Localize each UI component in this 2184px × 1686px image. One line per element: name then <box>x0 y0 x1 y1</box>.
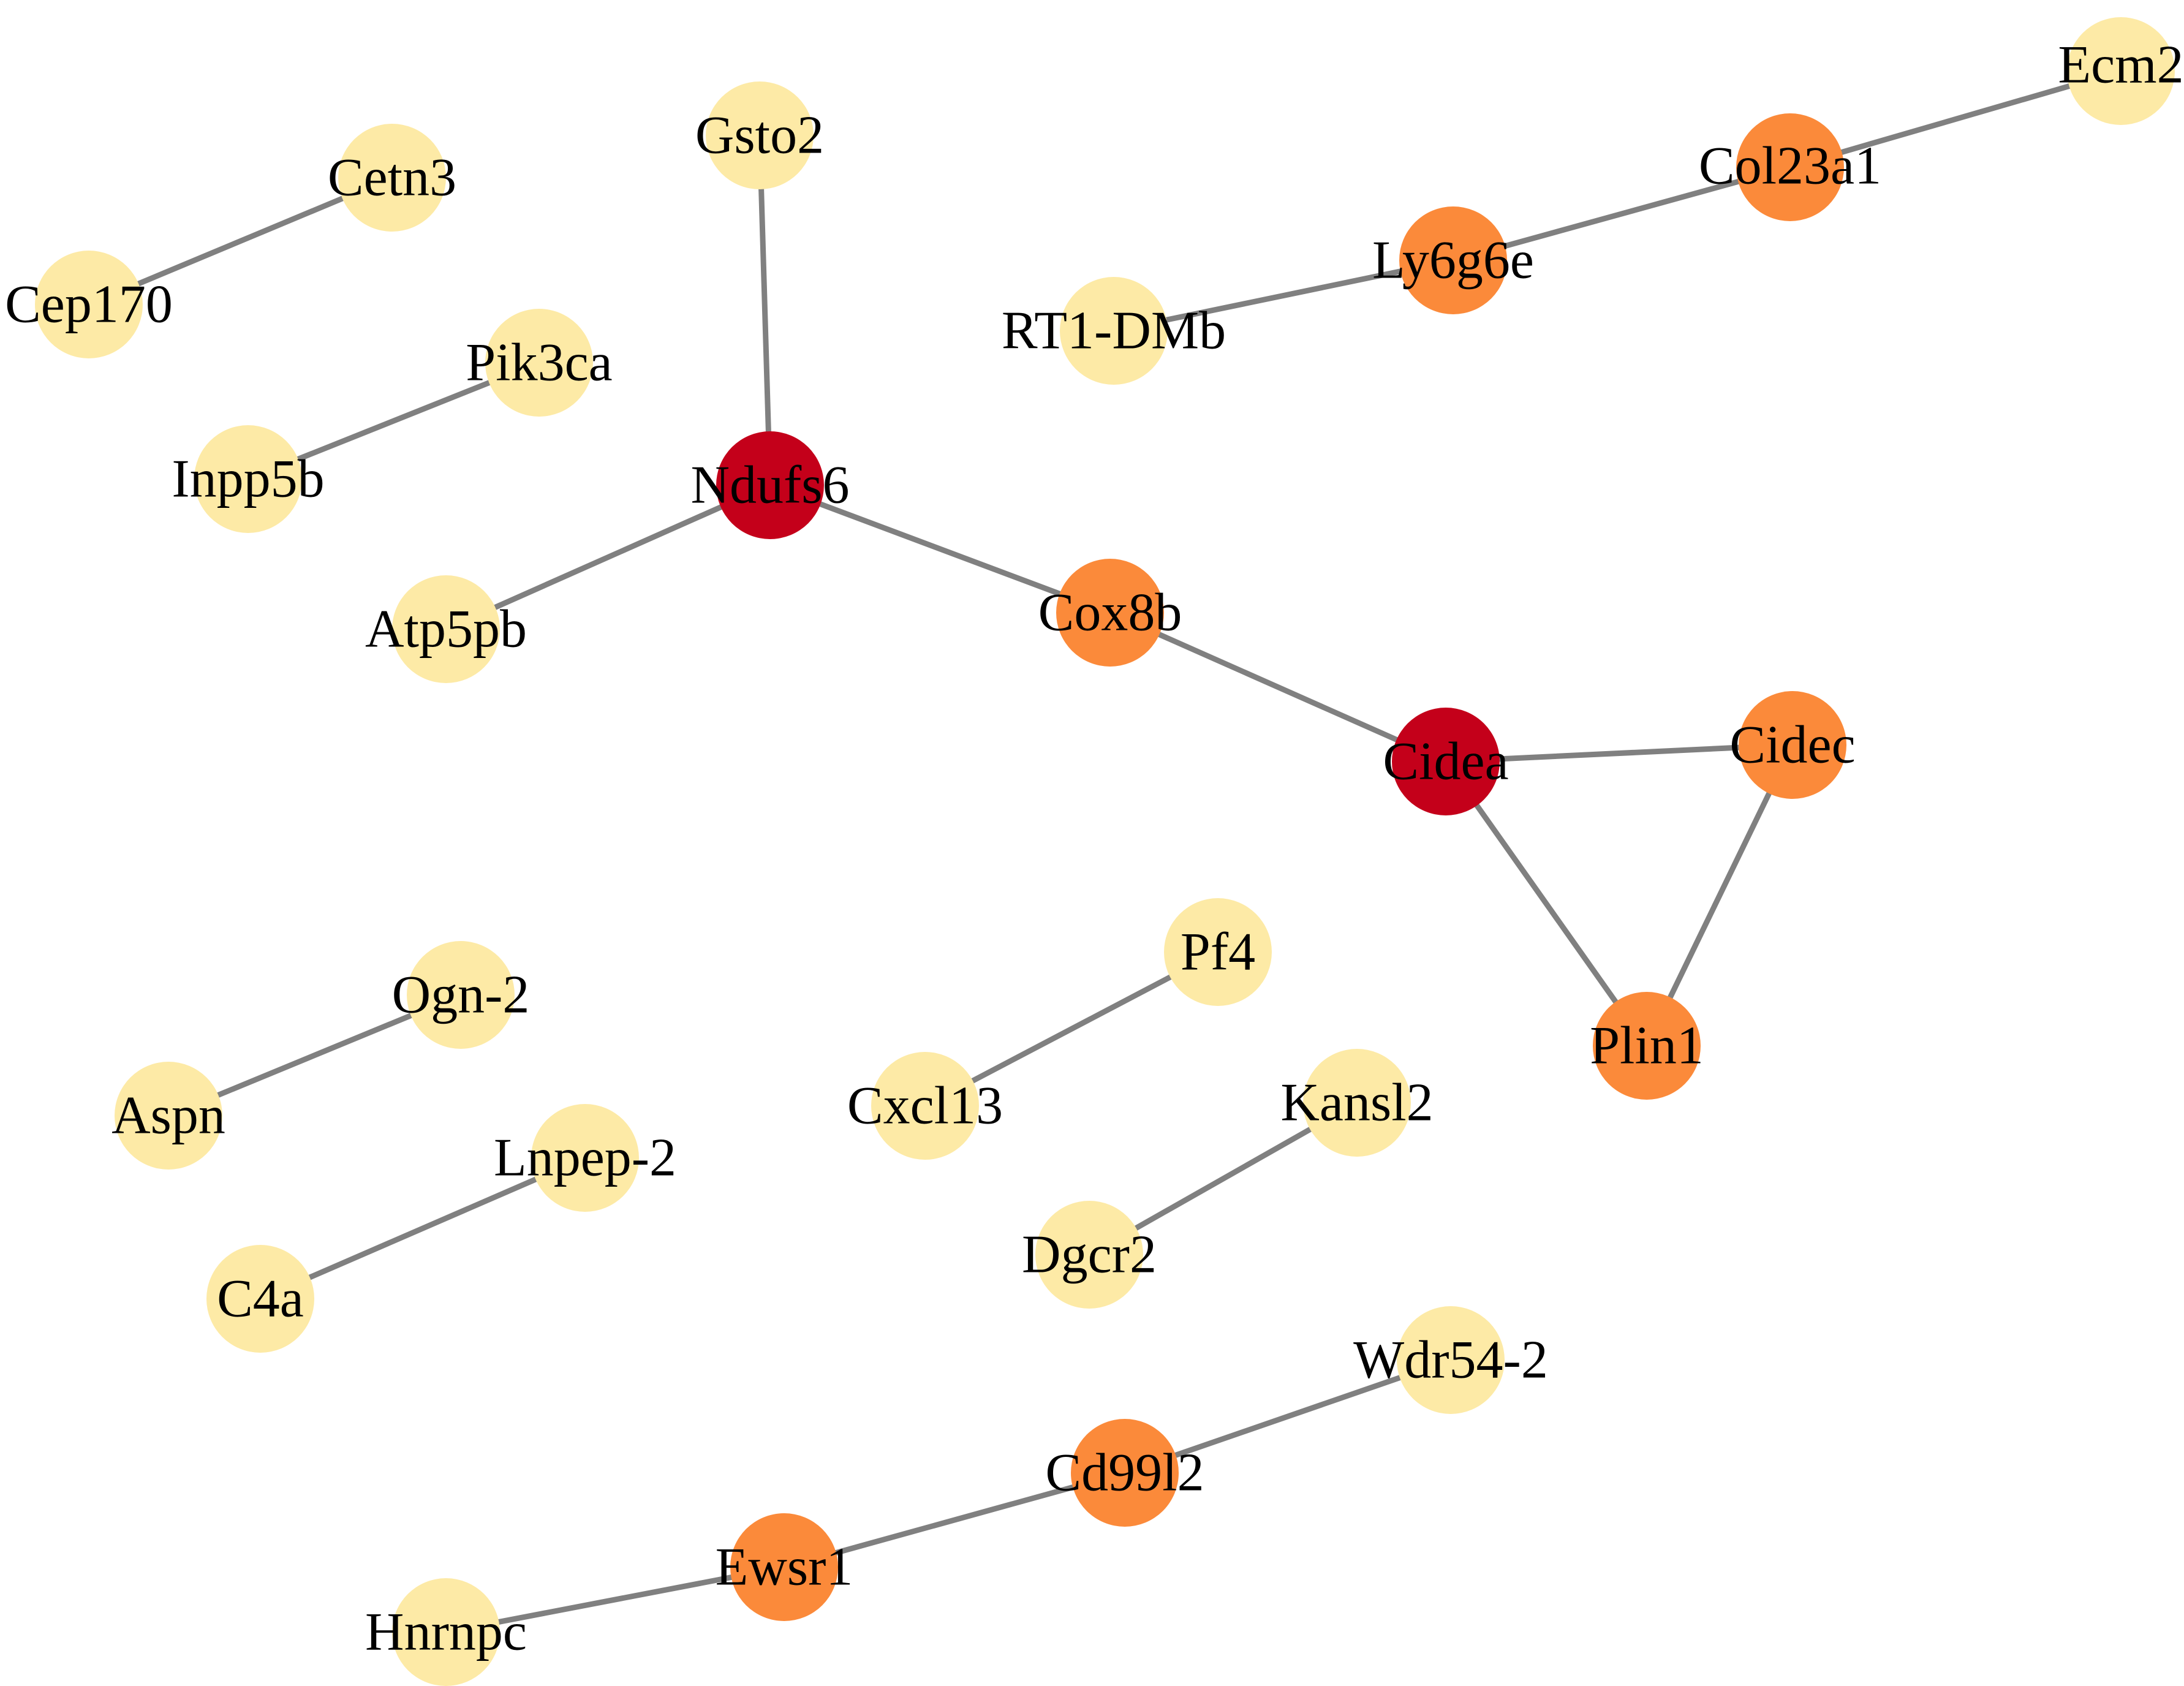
edge-cidec-plin1 <box>1644 742 1796 1049</box>
node-gsto2[interactable]: Gsto2 <box>695 81 824 189</box>
node-label: Ogn-2 <box>392 966 530 1025</box>
node-circle <box>392 1578 500 1686</box>
node-circle <box>531 1104 639 1212</box>
node-label: Lnpep-2 <box>494 1128 676 1188</box>
node-ndufs6[interactable]: Ndufs6 <box>690 431 850 539</box>
node-label: Inpp5b <box>172 450 324 509</box>
node-atp5pb[interactable]: Atp5pb <box>365 575 527 683</box>
node-circle <box>716 431 824 539</box>
node-plin1[interactable]: Plin1 <box>1590 992 1704 1100</box>
node-circle <box>1593 992 1701 1100</box>
node-circle <box>2067 17 2175 125</box>
node-circle <box>1056 559 1164 667</box>
edge-cidea-cidec <box>1443 742 1796 765</box>
edge-ndufs6-cox8b <box>767 482 1113 616</box>
node-label: Cep170 <box>5 275 173 335</box>
node-hnrnpc[interactable]: Hnrnpc <box>365 1578 527 1686</box>
edge-ewsr1-hnrnpc <box>443 1564 787 1635</box>
node-label: Pik3ca <box>466 333 613 393</box>
edge-ecm2-col23a1 <box>1787 68 2124 170</box>
node-ogn-2[interactable]: Ogn-2 <box>392 941 530 1049</box>
node-kansl2[interactable]: Kansl2 <box>1280 1049 1434 1157</box>
node-circle <box>115 1062 222 1170</box>
edge-cidea-plin1 <box>1443 758 1650 1049</box>
edge-cetn3-cep170 <box>86 175 395 308</box>
node-label: Kansl2 <box>1280 1073 1433 1133</box>
node-circle <box>871 1052 979 1160</box>
node-circle <box>706 81 814 189</box>
node-label: Ewsr1 <box>716 1538 853 1597</box>
node-cd99l2[interactable]: Cd99l2 <box>1045 1419 1204 1527</box>
node-label: C4a <box>217 1269 304 1329</box>
edge-col23a1-ly6g6e <box>1450 164 1793 263</box>
node-circle <box>1736 113 1844 221</box>
node-ecm2[interactable]: Ecm2 <box>2058 17 2184 125</box>
edge-wdr54-2-cd99l2 <box>1122 1357 1454 1476</box>
node-cep170[interactable]: Cep170 <box>5 251 173 358</box>
node-inpp5b[interactable]: Inpp5b <box>172 425 325 533</box>
node-cxcl13[interactable]: Cxcl13 <box>847 1052 1003 1160</box>
node-pf4[interactable]: Pf4 <box>1164 898 1272 1006</box>
node-label: Cetn3 <box>328 148 456 208</box>
node-label: Col23a1 <box>1699 137 1881 196</box>
node-label: Ecm2 <box>2058 36 2183 95</box>
node-ewsr1[interactable]: Ewsr1 <box>716 1513 853 1621</box>
edge-cox8b-cidea <box>1107 610 1449 765</box>
node-label: Atp5pb <box>365 600 527 659</box>
node-label: Cidea <box>1383 732 1508 792</box>
node-circle <box>1397 1306 1505 1414</box>
node-circle <box>1164 898 1272 1006</box>
edge-gsto2-ndufs6 <box>757 132 773 488</box>
node-cidec[interactable]: Cidec <box>1729 691 1856 799</box>
node-c4a[interactable]: C4a <box>206 1245 314 1353</box>
node-circle <box>338 124 446 232</box>
edge-cd99l2-ewsr1 <box>781 1470 1128 1570</box>
node-dgcr2[interactable]: Dgcr2 <box>1022 1201 1157 1309</box>
node-col23a1[interactable]: Col23a1 <box>1699 113 1881 221</box>
node-circle <box>1060 277 1168 385</box>
node-label: Cxcl13 <box>847 1076 1003 1136</box>
node-cidea[interactable]: Cidea <box>1383 708 1509 815</box>
node-circle <box>1399 206 1507 314</box>
node-circle <box>35 251 143 358</box>
node-wdr54-2[interactable]: Wdr54-2 <box>1353 1306 1548 1414</box>
node-aspn[interactable]: Aspn <box>111 1062 225 1170</box>
node-label: Pf4 <box>1181 923 1255 982</box>
node-label: Hnrnpc <box>365 1603 527 1662</box>
node-circle <box>1303 1049 1411 1157</box>
node-circle <box>206 1245 314 1353</box>
node-label: Gsto2 <box>695 106 824 165</box>
node-circle <box>392 575 500 683</box>
node-cox8b[interactable]: Cox8b <box>1038 559 1182 667</box>
node-label: Cidec <box>1729 716 1855 775</box>
node-cetn3[interactable]: Cetn3 <box>328 124 456 232</box>
node-circle <box>407 941 515 1049</box>
node-rt1-dmb[interactable]: RT1-DMb <box>1002 277 1226 385</box>
node-lnpep-2[interactable]: Lnpep-2 <box>494 1104 676 1212</box>
node-label: Wdr54-2 <box>1353 1331 1548 1390</box>
node-label: Cd99l2 <box>1045 1443 1204 1503</box>
node-circle <box>194 425 302 533</box>
node-label: Plin1 <box>1590 1016 1704 1076</box>
node-label: Cox8b <box>1038 583 1182 643</box>
edge-ly6g6e-rt1-dmb <box>1111 257 1456 334</box>
node-circle <box>1392 708 1500 815</box>
node-label: Ndufs6 <box>690 456 849 515</box>
node-circle <box>1739 691 1846 799</box>
node-circle <box>485 309 593 417</box>
node-label: RT1-DMb <box>1002 301 1226 361</box>
node-pik3ca[interactable]: Pik3ca <box>466 309 613 417</box>
node-circle <box>730 1513 838 1621</box>
node-circle <box>1071 1419 1179 1527</box>
node-circle <box>1035 1201 1143 1309</box>
node-label: Dgcr2 <box>1022 1225 1157 1285</box>
edge-lnpep-2-c4a <box>257 1155 588 1302</box>
edge-ndufs6-atp5pb <box>443 482 773 632</box>
node-label: Aspn <box>111 1086 225 1146</box>
node-label: Ly6g6e <box>1372 231 1534 290</box>
node-ly6g6e[interactable]: Ly6g6e <box>1372 206 1534 314</box>
edge-pf4-cxcl13 <box>922 949 1221 1109</box>
